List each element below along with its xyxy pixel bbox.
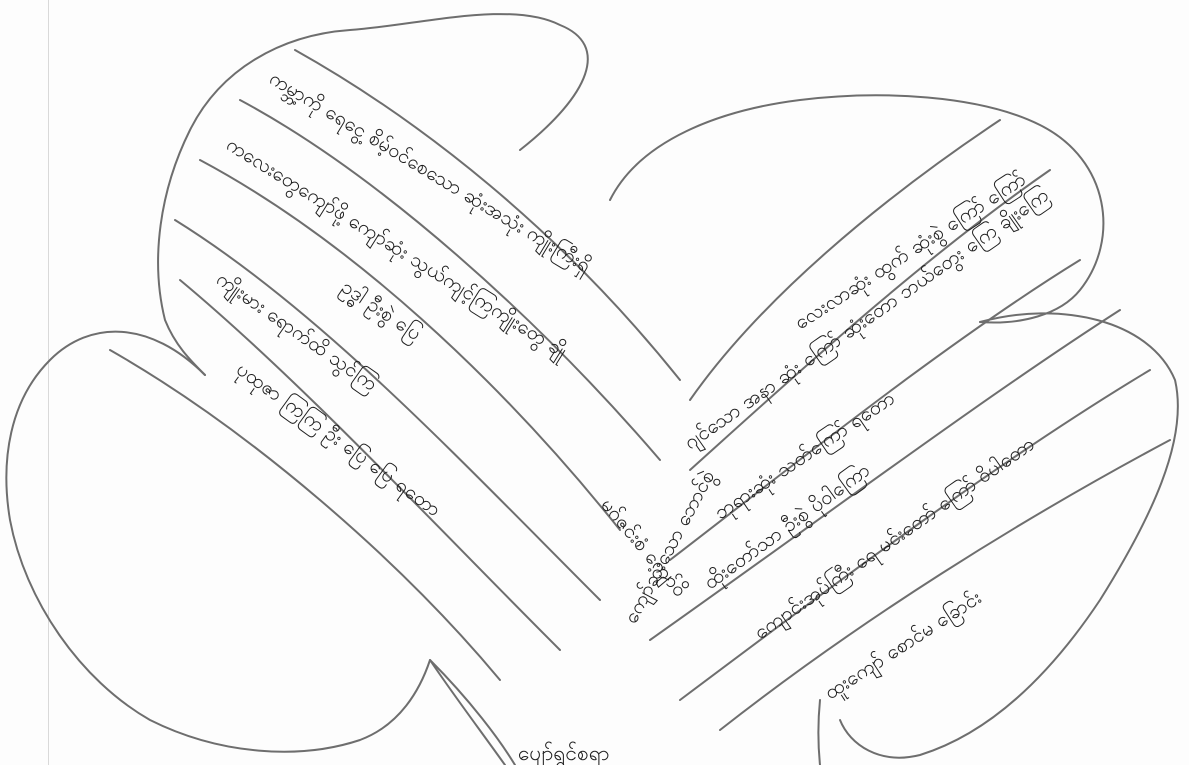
- stem-label: ပျော်ရွှင်စရာ: [518, 740, 610, 765]
- lower-left-lobe-outline: [6, 332, 505, 765]
- stem-left: [430, 660, 515, 765]
- right-lobe-text-6: ထူးကျော် စောင်မ ခြောင်း: [820, 585, 988, 708]
- right-band-line-6: [720, 440, 1170, 730]
- stem-right: [819, 700, 821, 765]
- left-lobe-text-5: ပုထုဇာ ကြကြ ဦး ပြေ ပြေ ရတော: [230, 357, 446, 525]
- left-lobe-text-1: ကမ္ဘာ့ကို ရေငွေ့ စိမ့်ဝင်စေသော ဆုံးအသုံး…: [263, 66, 595, 281]
